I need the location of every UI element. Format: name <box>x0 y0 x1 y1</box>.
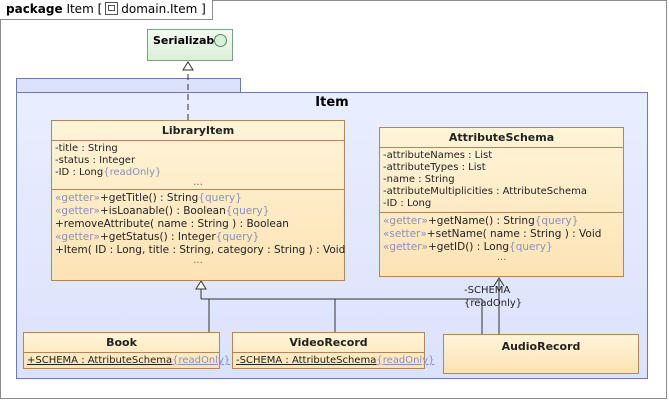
class-attributeschema[interactable]: AttributeSchema -attributeNames : List -… <box>379 127 624 277</box>
frame-path: domain.Item <box>121 2 198 16</box>
operation-row: «getter»+getID() : Long{query} <box>383 241 553 253</box>
frame-label: package Item [domain.Item ] <box>0 0 213 20</box>
association-role: -SCHEMA <box>464 285 511 296</box>
association-arrowhead <box>493 277 505 287</box>
class-videorecord[interactable]: VideoRecord -SCHEMA : AttributeSchema{re… <box>232 332 435 369</box>
attribute-row: -attributeMultiplicities : AttributeSche… <box>383 186 587 197</box>
package-icon <box>105 2 119 15</box>
class-name: VideoRecord <box>233 333 424 353</box>
realization-arrowhead <box>182 61 194 71</box>
ellipsis: ... <box>193 177 203 188</box>
interface-serializable[interactable]: Serializable <box>147 29 233 61</box>
attribute-row: -name : String <box>383 174 455 185</box>
frame-keyword: package <box>6 2 63 16</box>
attribute-row: -SCHEMA : AttributeSchema{readOnly} <box>236 355 435 366</box>
class-book[interactable]: Book +SCHEMA : AttributeSchema{readOnly} <box>23 332 231 369</box>
attribute-row: -attributeNames : List <box>383 150 493 161</box>
class-name: LibraryItem <box>52 121 344 141</box>
generalization-arrowhead <box>195 280 207 290</box>
ellipsis: ... <box>193 255 203 266</box>
association-constraint: {readOnly} <box>464 298 523 309</box>
operation-row: +removeAttribute( name : String ) : Bool… <box>55 218 289 230</box>
ellipsis: ... <box>496 252 507 263</box>
attribute-row: -ID : Long <box>383 198 432 209</box>
operation-row: «setter»+setName( name : String ) : Void <box>383 228 602 240</box>
frame-name: Item <box>66 2 94 16</box>
package-tab <box>16 78 241 92</box>
attributes-compartment: -title : String -status : Integer -ID : … <box>52 141 344 190</box>
operation-row: «getter»+getStatus() : Integer{query} <box>55 231 260 243</box>
attributes-compartment: -SCHEMA : AttributeSchema{readOnly} <box>233 353 435 369</box>
operations-compartment: «getter»+getTitle() : String{query} «get… <box>52 190 346 267</box>
package-title: Item <box>315 95 349 110</box>
operation-row: «getter»+getName() : String{query} <box>383 215 579 227</box>
attribute-row: -ID : Long{readOnly} <box>55 167 162 178</box>
operation-row: «getter»+isLoanable() : Boolean{query} <box>55 205 270 217</box>
operation-row: «getter»+getTitle() : String{query} <box>55 192 242 204</box>
interface-name: Serializable <box>153 34 226 47</box>
class-libraryitem[interactable]: LibraryItem -title : String -status : In… <box>51 120 345 281</box>
class-name: Book <box>24 333 219 353</box>
attributes-compartment: -attributeNames : List -attributeTypes :… <box>380 148 623 213</box>
attribute-row: -title : String <box>55 143 118 154</box>
operation-row: +Item( ID : Long, title : String, catego… <box>55 244 346 256</box>
attribute-row: +SCHEMA : AttributeSchema{readOnly} <box>27 355 231 366</box>
operations-compartment: «getter»+getName() : String{query} «sett… <box>380 213 623 264</box>
class-name: AudioRecord <box>501 340 581 353</box>
attribute-row: -attributeTypes : List <box>383 162 486 173</box>
class-audiorecord[interactable]: AudioRecord <box>443 334 639 374</box>
interface-icon <box>214 34 227 47</box>
attribute-row: -status : Integer <box>55 155 136 166</box>
class-name: AttributeSchema <box>380 128 623 148</box>
attributes-compartment: +SCHEMA : AttributeSchema{readOnly} <box>24 353 231 369</box>
